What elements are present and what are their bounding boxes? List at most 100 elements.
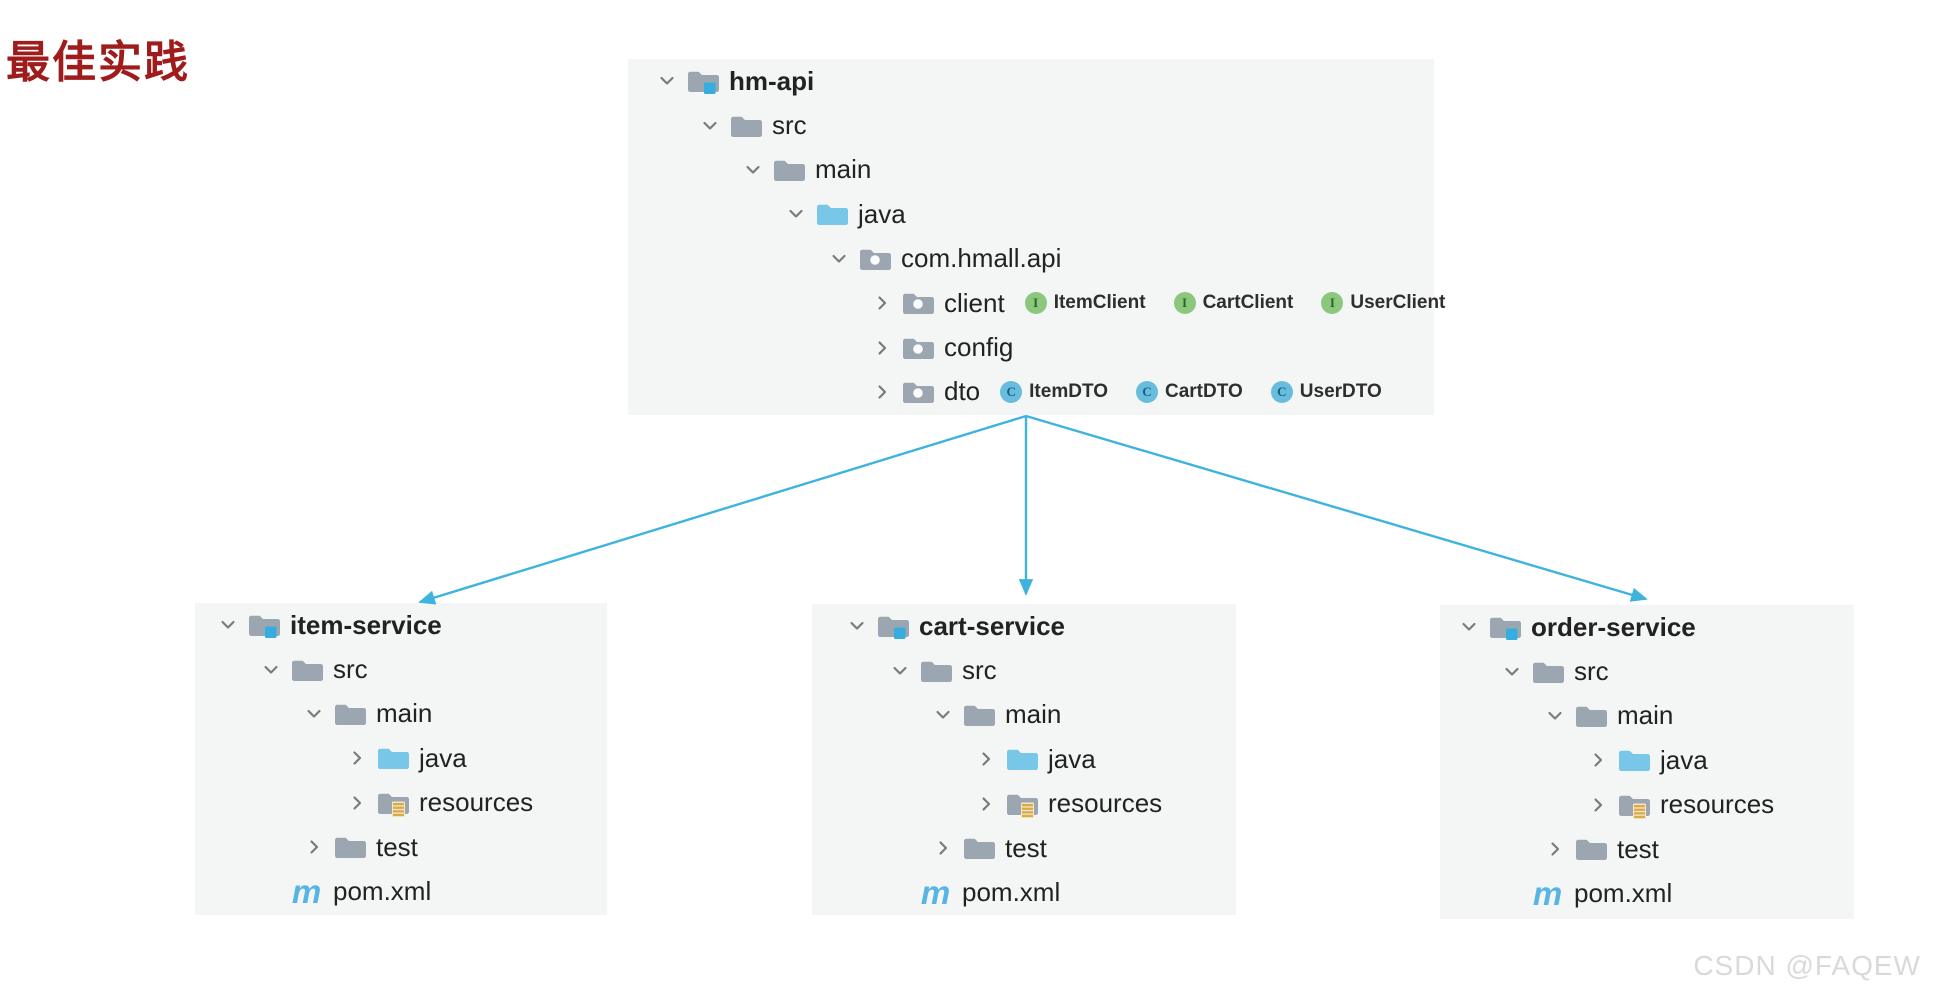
- maven-icon: m: [1531, 877, 1564, 910]
- chevron-right-icon[interactable]: [1589, 796, 1607, 814]
- package-folder-icon: [901, 333, 934, 363]
- folder-icon: [1574, 834, 1607, 864]
- chevron-down-icon[interactable]: [1460, 618, 1478, 636]
- chevron-right-icon[interactable]: [873, 339, 891, 357]
- maven-icon: m: [919, 874, 952, 912]
- chevron-right-icon[interactable]: [934, 839, 952, 857]
- chevron-down-icon[interactable]: [848, 617, 866, 635]
- resources-folder-icon: [1005, 789, 1038, 819]
- tree-row-order-service[interactable]: order-service: [1440, 605, 1854, 649]
- chevron-down-icon[interactable]: [934, 706, 952, 724]
- tree-row-cart-service[interactable]: cart-service: [812, 604, 1236, 648]
- tree-row-java[interactable]: java: [628, 192, 1434, 236]
- maven-icon-glyph: m: [920, 874, 951, 912]
- tree-row-java[interactable]: java: [812, 737, 1236, 781]
- chevron-right-icon[interactable]: [1589, 751, 1607, 769]
- chevron-right-icon[interactable]: [873, 383, 891, 401]
- tree-row-test[interactable]: test: [812, 826, 1236, 870]
- chevron-down-icon[interactable]: [701, 117, 719, 135]
- folder-icon: [1574, 701, 1607, 731]
- tree-item-label: client: [944, 287, 1005, 318]
- tree-item-label: java: [858, 198, 906, 229]
- source-folder-icon: [1617, 745, 1650, 775]
- source-folder-icon: [376, 743, 409, 773]
- package-folder-icon: [901, 377, 934, 407]
- badge-label: ItemDTO: [1029, 380, 1108, 402]
- resources-folder-icon: [1617, 790, 1650, 820]
- chevron-down-icon[interactable]: [744, 161, 762, 179]
- tree-row-src[interactable]: src: [628, 103, 1434, 147]
- tree-row-main[interactable]: main: [1440, 694, 1854, 738]
- tree-row-resources[interactable]: resources: [195, 781, 607, 825]
- page-title: 最佳实践: [6, 38, 190, 87]
- tree-row-main[interactable]: main: [195, 692, 607, 736]
- interface-icon: I: [1024, 292, 1047, 315]
- tree-item-label: test: [1005, 832, 1047, 863]
- tree-row-config[interactable]: config: [628, 325, 1434, 369]
- chevron-right-icon[interactable]: [873, 294, 891, 312]
- badge-label: ItemClient: [1053, 292, 1146, 314]
- chevron-right-icon[interactable]: [1546, 840, 1564, 858]
- arrow-to-order-service: [1025, 414, 1648, 602]
- tree-item-label: src: [1574, 656, 1609, 687]
- folder-icon: [333, 832, 366, 862]
- tree-item-label: pom.xml: [333, 876, 432, 907]
- chevron-down-icon[interactable]: [1503, 663, 1521, 681]
- chevron-right-icon[interactable]: [977, 750, 995, 768]
- module-folder-icon: [686, 66, 719, 96]
- tree-row-src[interactable]: src: [1440, 649, 1854, 693]
- chevron-down-icon[interactable]: [262, 661, 280, 679]
- source-folder-icon: [815, 199, 848, 229]
- tree-row-src[interactable]: src: [812, 648, 1236, 692]
- tree-item-label: com.hmall.api: [901, 243, 1062, 274]
- tree-row-main[interactable]: main: [812, 693, 1236, 737]
- chevron-down-icon[interactable]: [305, 705, 323, 723]
- chevron-down-icon[interactable]: [891, 662, 909, 680]
- class-icon: C: [1136, 380, 1158, 403]
- package-folder-icon: [858, 244, 891, 274]
- chevron-right-icon[interactable]: [348, 794, 366, 812]
- tree-row-item-service[interactable]: item-service: [195, 603, 607, 647]
- folder-icon: [962, 833, 995, 863]
- chevron-down-icon[interactable]: [658, 72, 676, 90]
- tree-item-label: resources: [1660, 789, 1775, 820]
- tree-item-label: main: [815, 154, 872, 185]
- tree-item-label: resources: [1048, 788, 1163, 819]
- chevron-down-icon[interactable]: [1546, 707, 1564, 725]
- folder-icon: [333, 699, 366, 729]
- tree-row-test[interactable]: test: [1440, 827, 1854, 871]
- tree-row-resources[interactable]: resources: [1440, 783, 1854, 827]
- tree-item-label: main: [376, 698, 433, 729]
- tree-row-test[interactable]: test: [195, 825, 607, 869]
- tree-row-java[interactable]: java: [1440, 738, 1854, 782]
- chevron-down-icon[interactable]: [219, 616, 237, 634]
- tree-item-label: order-service: [1531, 611, 1696, 642]
- tree-row-java[interactable]: java: [195, 736, 607, 780]
- tree-item-label: src: [333, 654, 368, 685]
- interface-badge[interactable]: I ItemClient: [1024, 292, 1146, 315]
- tree-row-hm-api[interactable]: hm-api: [628, 59, 1434, 103]
- tree-row-src[interactable]: src: [195, 647, 607, 691]
- tree-row-com-hmall-api[interactable]: com.hmall.api: [628, 237, 1434, 281]
- chevron-down-icon[interactable]: [830, 250, 848, 268]
- folder-icon: [962, 700, 995, 730]
- chevron-down-icon[interactable]: [787, 205, 805, 223]
- tree-item-label: src: [772, 110, 807, 141]
- tree-row-main[interactable]: main: [628, 148, 1434, 192]
- chevron-right-icon[interactable]: [977, 795, 995, 813]
- chevron-right-icon[interactable]: [348, 749, 366, 767]
- tree-row-resources[interactable]: resources: [812, 782, 1236, 826]
- chevron-right-icon[interactable]: [305, 838, 323, 856]
